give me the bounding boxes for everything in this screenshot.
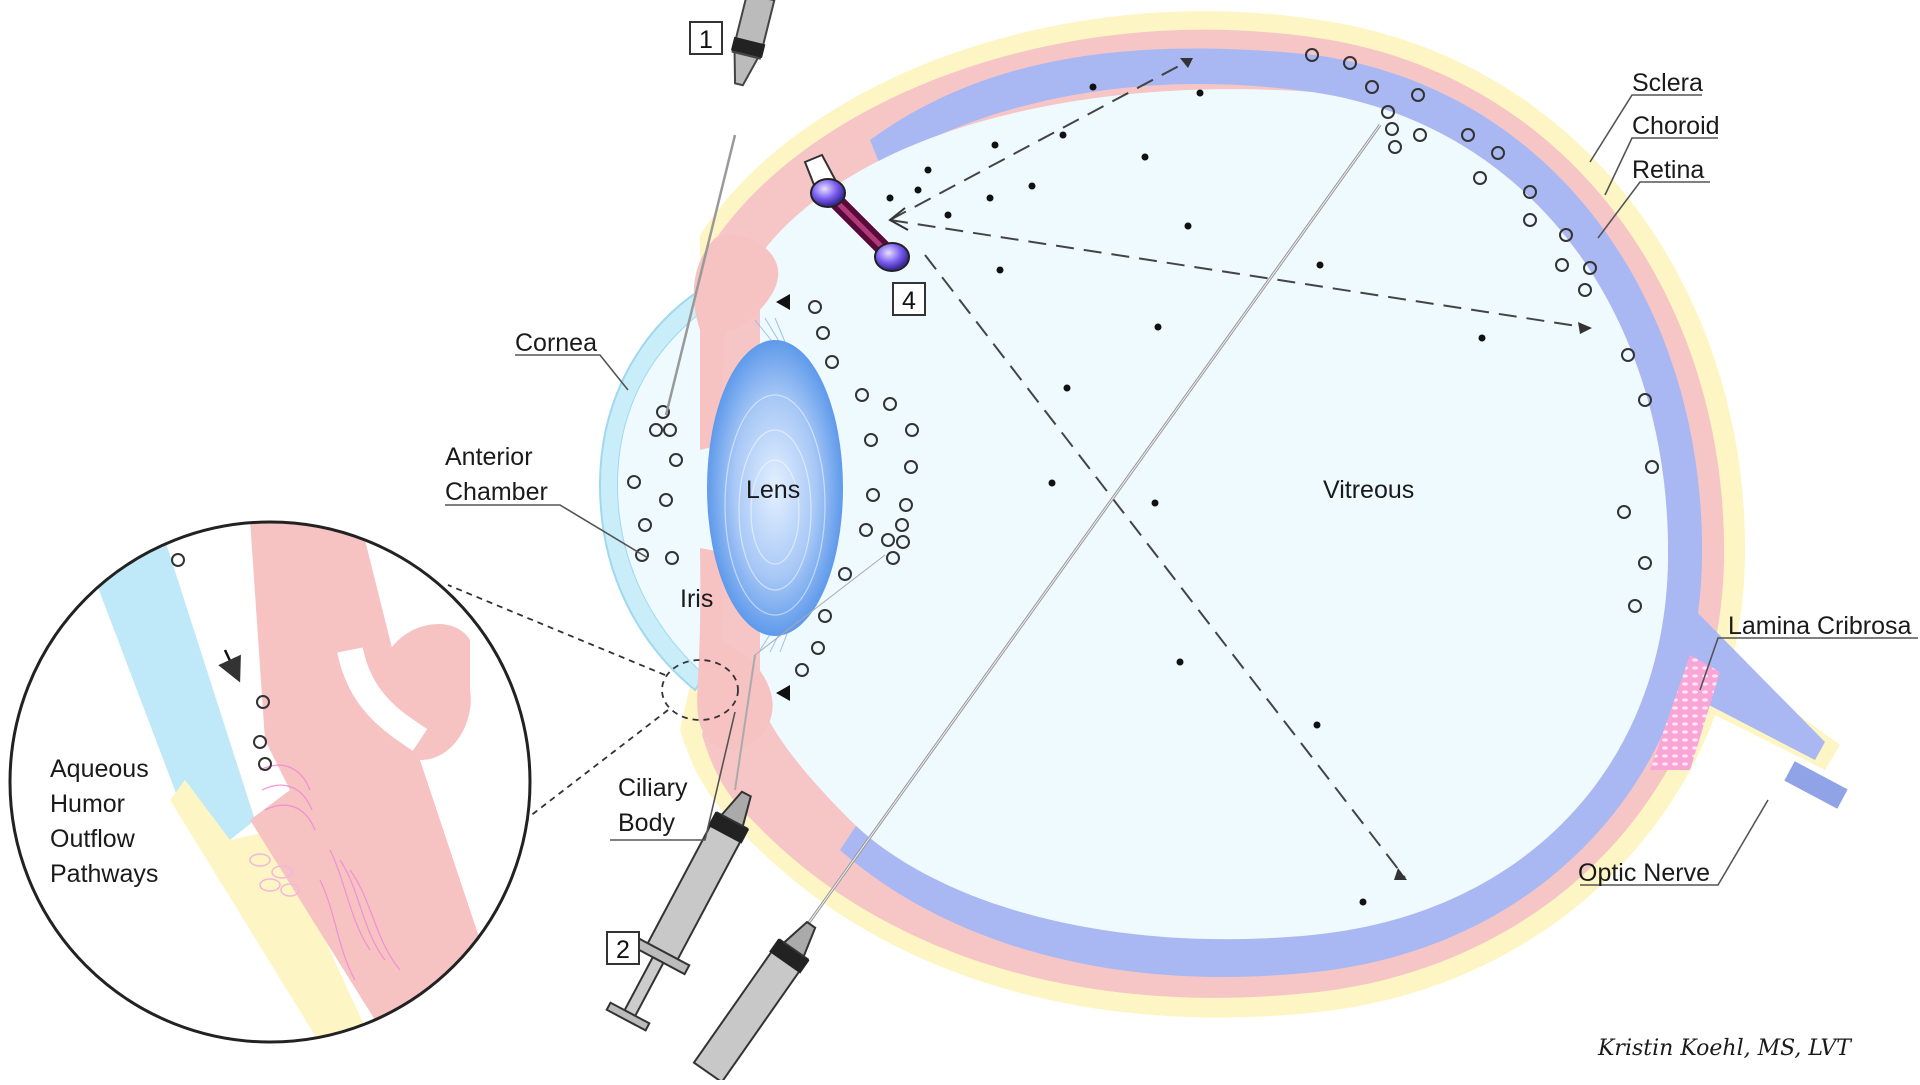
trajectories [889, 59, 1591, 879]
label-lamina-cribrosa: Lamina Cribrosa [1728, 612, 1912, 640]
route-label-1: 1 [699, 26, 713, 54]
label-ciliary: Ciliary [618, 774, 688, 802]
arrow-open-head [888, 207, 909, 231]
label-chamber: Chamber [445, 478, 548, 506]
particles-open [627, 48, 1659, 677]
syringe-1 [664, 0, 776, 416]
lens [707, 340, 843, 636]
route-box-4: 4 [892, 282, 926, 316]
route-box-1: 1 [689, 21, 723, 55]
label-iris: Iris [680, 585, 713, 613]
label-optic-nerve: Optic Nerve [1578, 859, 1710, 887]
label-anterior: Anterior [445, 443, 533, 471]
anterior-segment [598, 235, 843, 751]
label-sclera: Sclera [1632, 69, 1703, 97]
retina-layer [840, 48, 1703, 977]
labels: Sclera Choroid Retina Cornea Anterior Ch… [50, 69, 1912, 1061]
zoom-callout [447, 584, 739, 821]
ciliary-body-lower [697, 548, 773, 751]
credit-signature: Kristin Koehl, MS, LVT [1597, 1036, 1853, 1061]
particles-filled [886, 83, 1486, 906]
label-lens: Lens [746, 476, 800, 504]
leader-lines [445, 94, 1918, 886]
label-cornea: Cornea [515, 329, 597, 357]
label-retina: Retina [1632, 156, 1704, 184]
implant-4 [803, 153, 910, 272]
label-choroid: Choroid [1632, 112, 1720, 140]
label-body: Body [618, 809, 675, 837]
label-vitreous: Vitreous [1323, 476, 1414, 504]
ciliary-body-upper [693, 235, 779, 450]
trajectory-heads [1180, 58, 1592, 880]
route-label-2: 2 [616, 936, 630, 964]
flow-arrowheads [776, 294, 790, 701]
anterior-chamber [618, 305, 720, 675]
syringe-2a [605, 554, 886, 1032]
route-box-2: 2 [606, 931, 640, 965]
globe [680, 11, 1848, 1018]
label-outflow: Outflow [50, 825, 136, 853]
route-label-4: 4 [902, 287, 916, 315]
vitreous-body [760, 89, 1669, 940]
label-humor: Humor [50, 790, 125, 818]
inset-outflow [8, 520, 532, 1044]
syringe-2b [692, 124, 1382, 1084]
label-aqueous: Aqueous [50, 755, 149, 783]
label-pathways: Pathways [50, 860, 158, 888]
